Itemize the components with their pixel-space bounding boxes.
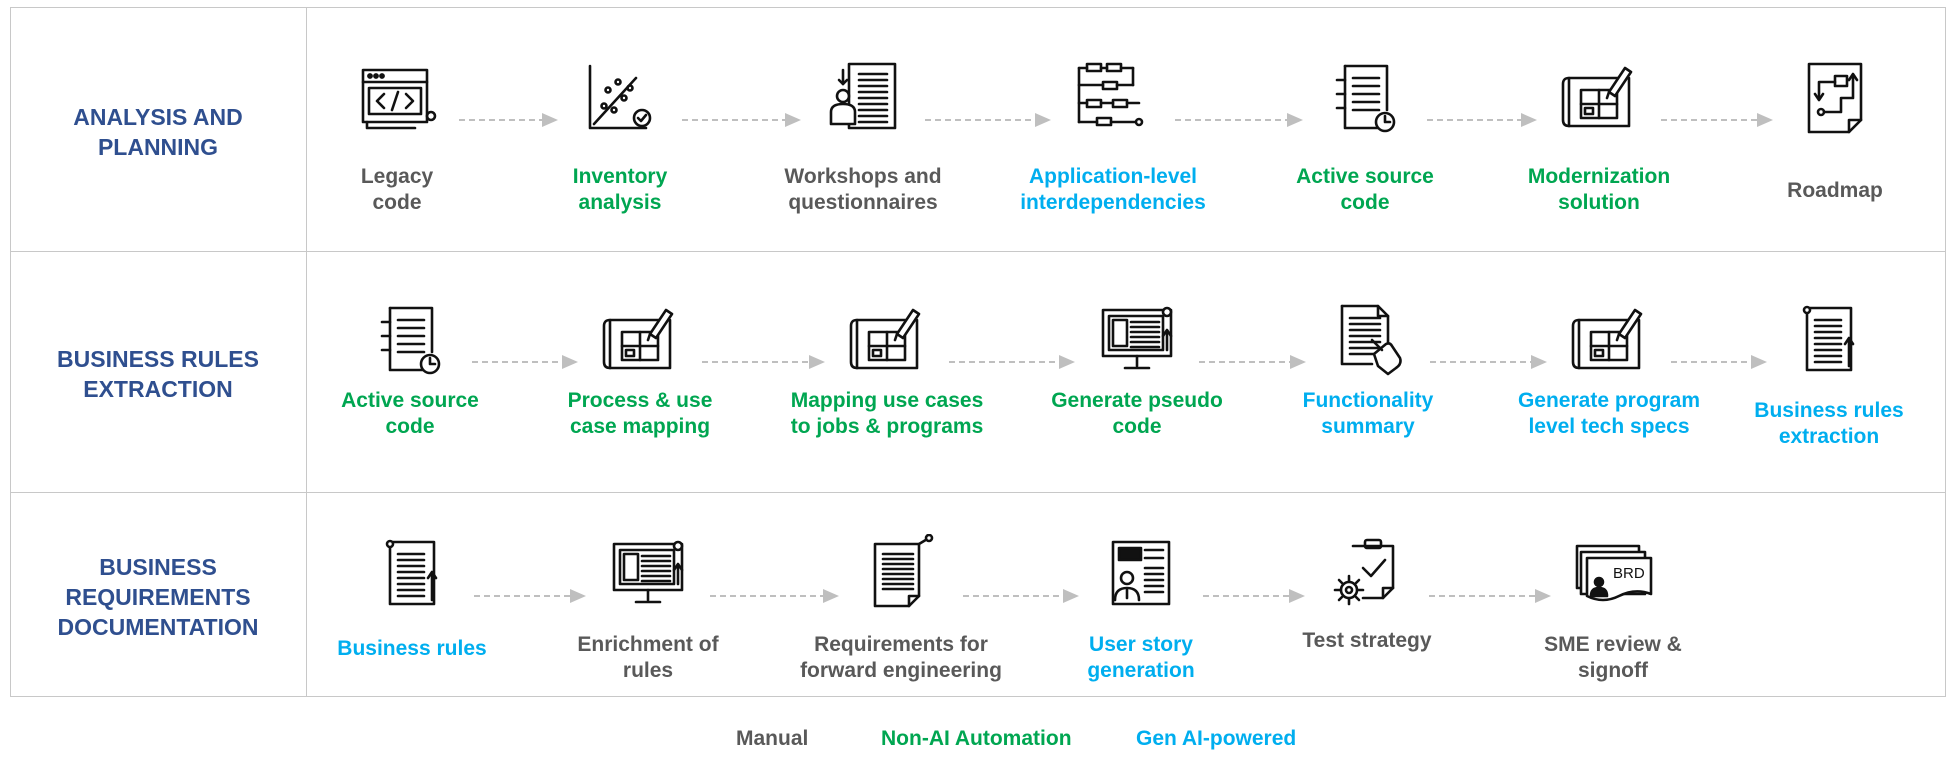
process-step: Functionality summary (1248, 0, 1488, 781)
row-label: BUSINESS RULES EXTRACTION (57, 346, 259, 402)
row-label: ANALYSIS AND PLANNING (73, 104, 243, 160)
process-step: Test strategy (1247, 0, 1487, 781)
step-label: SME review & signoff (1544, 633, 1682, 682)
label-column-divider (306, 7, 307, 697)
process-step: Active source code (1245, 0, 1485, 781)
process-step: Inventory analysis (500, 0, 740, 781)
flow-arrow (1427, 110, 1537, 130)
flow-arrow (472, 352, 578, 372)
document-clock-icon (370, 300, 450, 380)
process-step: Generate pseudo code (1017, 0, 1257, 781)
process-step: Mapping use cases to jobs & programs (767, 0, 1007, 781)
step-label: Roadmap (1787, 179, 1883, 202)
flow-arrow (682, 110, 801, 130)
step-label: Inventory analysis (572, 165, 668, 214)
process-step: Enrichment of rules (528, 0, 768, 781)
document-hand-icon (1328, 300, 1408, 380)
flow-arrow (474, 586, 586, 606)
flow-arrow (1430, 352, 1547, 372)
step-label: Functionality summary (1302, 389, 1434, 438)
flow-arrow (1199, 352, 1306, 372)
row-label: BUSINESS REQUIREMENTS DOCUMENTATION (57, 554, 259, 640)
brd-stack-icon: BRD (1573, 534, 1653, 614)
code-window-icon (357, 58, 437, 138)
process-step: Modernization solution (1479, 0, 1719, 781)
flow-arrow (459, 110, 558, 130)
diagram-frame (10, 7, 1946, 697)
document-fold-icon (861, 534, 941, 614)
process-step: Business rules extraction (1709, 0, 1949, 781)
monitor-document-icon (1097, 300, 1177, 380)
process-step: Business rules (292, 0, 532, 781)
step-label: Legacy code (360, 165, 434, 214)
brd-text: BRD (1613, 565, 1645, 582)
legend-item-manual: Manual (736, 727, 809, 750)
process-step: Active source code (290, 0, 530, 781)
legend-item-non-ai: Non-AI Automation (881, 727, 1072, 750)
process-step: Workshops and questionnaires (743, 0, 983, 781)
flow-arrow (963, 586, 1079, 606)
process-step: Process & use case mapping (520, 0, 760, 781)
blueprint-pencil-icon (847, 300, 927, 380)
legend-item-gen-ai: Gen AI-powered (1136, 727, 1297, 750)
process-step: Legacy code (277, 0, 517, 781)
step-label: Test strategy (1302, 629, 1432, 652)
flow-arrow (1175, 110, 1303, 130)
step-label: Generate pseudo code (1051, 389, 1223, 438)
row-divider (10, 492, 1946, 493)
document-clock-icon (1325, 58, 1405, 138)
user-story-card-icon (1101, 534, 1181, 614)
step-label: Active source code (341, 389, 479, 438)
flow-arrow (1203, 586, 1305, 606)
flow-arrow (710, 586, 839, 606)
blueprint-pencil-icon (1559, 58, 1639, 138)
blueprint-pencil-icon (600, 300, 680, 380)
step-label: Workshops and questionnaires (784, 165, 942, 214)
step-label: Requirements for forward engineering (800, 633, 1002, 682)
flow-arrow (702, 352, 825, 372)
step-label: Modernization solution (1527, 165, 1671, 214)
step-label: Active source code (1296, 165, 1434, 214)
process-step: User story generation (1021, 0, 1261, 781)
person-document-icon (823, 58, 903, 138)
process-step: Generate program level tech specs (1489, 0, 1729, 781)
process-step: Roadmap (1715, 0, 1953, 781)
process-step: Requirements for forward engineering (781, 0, 1021, 781)
flow-arrow (949, 352, 1075, 372)
process-step: Application-level interdependencies (993, 0, 1233, 781)
document-arrow-icon (372, 534, 452, 614)
row-divider (10, 251, 1946, 252)
flow-arrow (1429, 586, 1551, 606)
flow-arrow (1671, 352, 1767, 372)
blueprint-pencil-icon (1569, 300, 1649, 380)
flow-arrow (1661, 110, 1773, 130)
step-label: Mapping use cases to jobs & programs (790, 389, 984, 438)
step-label: Application-level interdependencies (1020, 165, 1206, 214)
flow-arrow (925, 110, 1051, 130)
step-label: Generate program level tech specs (1517, 389, 1701, 438)
step-label: Business rules extraction (1754, 399, 1904, 448)
step-label: Enrichment of rules (577, 633, 719, 682)
roadmap-page-icon (1795, 58, 1875, 138)
process-step: BRD SME review & signoff (1493, 0, 1733, 781)
scatter-check-icon (580, 58, 660, 138)
step-label: Process & use case mapping (567, 389, 713, 438)
step-label: Business rules (337, 637, 487, 660)
document-arrow-icon (1789, 300, 1869, 380)
step-label: User story generation (1087, 633, 1195, 682)
monitor-document-icon (608, 534, 688, 614)
clipboard-gear-icon (1327, 534, 1407, 614)
flow-structure-icon (1073, 58, 1153, 138)
